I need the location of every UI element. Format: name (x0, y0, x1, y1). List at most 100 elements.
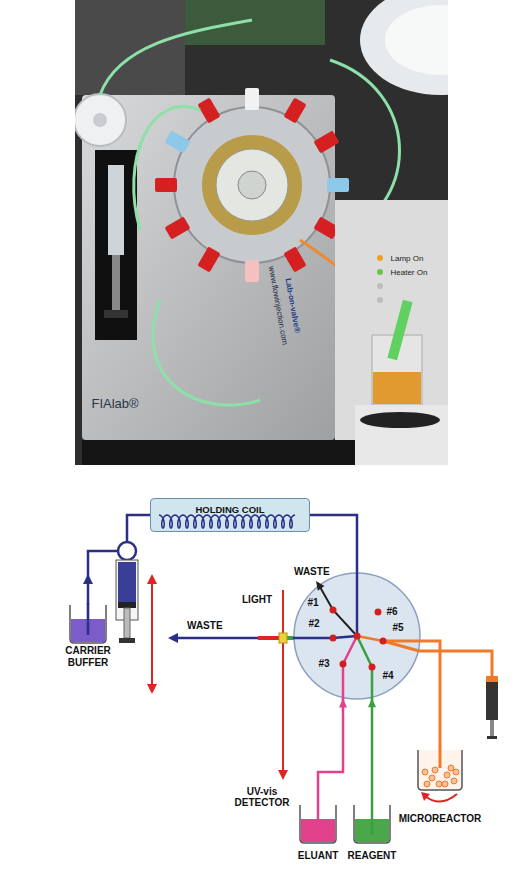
piston-motion-arrow-part (151, 582, 153, 686)
photo-scene-part (387, 300, 412, 361)
tube-connector (318, 698, 343, 803)
syringe-pump-part (118, 602, 136, 608)
beaker (298, 803, 338, 845)
port-number: #3 (318, 658, 329, 670)
side-syringe (419, 651, 498, 739)
beaker (352, 803, 392, 845)
photo-scene-part (377, 255, 383, 261)
valve-fittings-part (283, 97, 306, 123)
piston-motion-arrow (147, 574, 157, 694)
port-number: #1 (307, 597, 318, 609)
photo-scene-part (373, 372, 421, 404)
port-number: #5 (392, 622, 403, 634)
light-path-part (279, 633, 287, 643)
photo-scene-part (93, 113, 107, 127)
light-label: LIGHT (242, 594, 272, 606)
valve-fittings-part (164, 130, 190, 153)
photo-scene-part (185, 0, 325, 45)
channel (343, 636, 357, 700)
valve-fittings-part (155, 178, 177, 192)
photo-scene (75, 0, 448, 465)
channel (383, 641, 419, 651)
light-path-part (278, 770, 288, 780)
photo-scene-part (335, 200, 448, 465)
bead (429, 775, 435, 781)
syringe-pump-part (118, 562, 136, 602)
light-path (278, 590, 288, 780)
bead (424, 781, 430, 787)
eluant-beaker: ELUANT (296, 803, 341, 863)
photo-scene-part (112, 255, 120, 310)
valve-disc (294, 573, 420, 699)
channel (293, 636, 357, 638)
coil-label: HOLDING COIL (195, 505, 264, 516)
valve-fittings-part (313, 130, 339, 153)
syringe-pump (116, 560, 138, 643)
bead (436, 781, 442, 787)
bead (444, 772, 450, 778)
port-dot (354, 633, 361, 640)
photo-scene-part (360, 412, 440, 428)
photo-scene-part (238, 171, 266, 199)
tube (87, 603, 90, 635)
bead (422, 769, 428, 775)
photo-scene-part (202, 135, 302, 235)
piston-motion-arrow-part (147, 574, 157, 584)
photo-scene-part (82, 440, 355, 465)
valve-fittings-part (245, 260, 259, 282)
photo-scene-part (385, 5, 448, 75)
photo-scene-part (377, 269, 383, 275)
port-dot (369, 664, 376, 671)
arrow-head (316, 581, 324, 591)
valve-fittings-part (283, 246, 306, 272)
indicator-label: Heater On (391, 268, 428, 277)
port-number: #4 (382, 670, 393, 682)
beaker (68, 603, 108, 645)
port-dot (340, 661, 347, 668)
flow-cell-part (258, 636, 280, 640)
syringe-pump-part (124, 608, 130, 638)
side-syringe-part (486, 680, 498, 720)
photo-scene-part (82, 95, 335, 440)
flow-cell (168, 633, 300, 643)
tubing-part (100, 20, 252, 95)
photo-scene-part (75, 0, 185, 95)
flow-cell-part (176, 637, 258, 640)
tubing-part (134, 107, 200, 230)
photo-scene-part (108, 165, 124, 255)
side-syringe-part (490, 720, 494, 736)
bead (453, 769, 459, 775)
tube (371, 803, 374, 835)
syringe-pump-part (119, 638, 135, 643)
carrier-line-part (83, 574, 93, 584)
valve-fittings-part (197, 97, 220, 123)
vessel-label: CARRIER BUFFER (60, 645, 116, 668)
vessel-label: MICROREACTOR (399, 813, 482, 825)
waste-label: WASTE (294, 566, 330, 578)
side-syringe-part (487, 736, 497, 739)
valve-fittings-part (245, 88, 259, 110)
carrier-line-part (118, 542, 136, 560)
carrier-beaker: CARRIER BUFFER (58, 603, 118, 670)
port-number: #6 (386, 606, 397, 618)
port-dot (380, 638, 387, 645)
reagent-beaker: REAGENT (346, 803, 399, 863)
photo-scene-part (174, 107, 330, 263)
arrow-head (421, 792, 430, 801)
port-dot (330, 607, 337, 614)
bead (432, 767, 438, 773)
flow-cell-part (168, 633, 178, 643)
channel (356, 572, 359, 636)
channel (357, 636, 383, 641)
tubing-part (153, 300, 260, 405)
photo-scene-part (355, 405, 448, 465)
photo-scene-part (360, 0, 448, 95)
tube-connector (421, 641, 440, 748)
coil-winding (159, 515, 295, 528)
vessel-label: REAGENT (348, 850, 397, 862)
light-path-part (282, 590, 284, 772)
side-syringe-part (486, 676, 498, 682)
coil-symbol (151, 513, 308, 530)
